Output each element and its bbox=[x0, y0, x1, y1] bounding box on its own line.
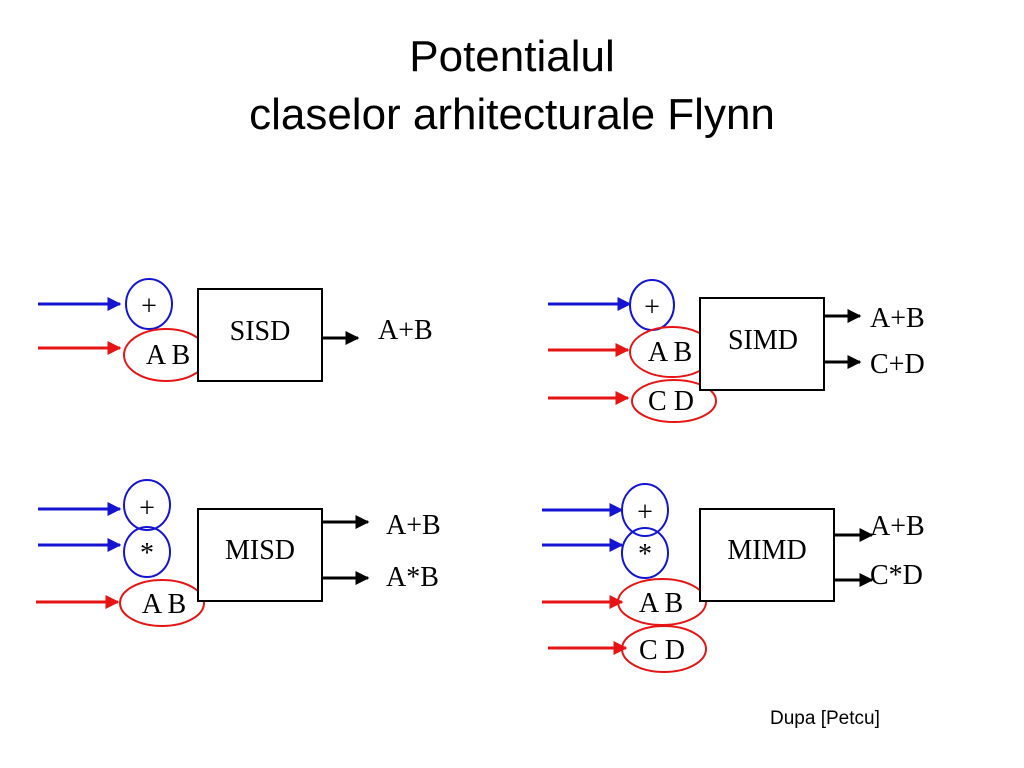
processor-box bbox=[197, 508, 323, 602]
data-ellipse bbox=[621, 625, 707, 673]
data-operands-ab: A B bbox=[142, 589, 186, 620]
output-result: C*D bbox=[870, 560, 923, 591]
instruction-op-plus: + bbox=[644, 292, 660, 323]
data-operands-cd: C D bbox=[648, 386, 694, 417]
source-credit: Dupa [Petcu] bbox=[770, 708, 880, 729]
output-result: C+D bbox=[870, 349, 925, 380]
processor-label: SISD bbox=[230, 316, 291, 347]
instruction-op-plus: + bbox=[141, 291, 157, 322]
instruction-circle bbox=[123, 526, 171, 578]
output-result: A+B bbox=[386, 510, 441, 541]
instruction-op-mul: * bbox=[638, 539, 652, 570]
data-operands-ab: A B bbox=[146, 340, 190, 371]
processor-box bbox=[197, 288, 323, 382]
instruction-op-plus: + bbox=[637, 497, 653, 528]
output-result: A+B bbox=[870, 303, 925, 334]
slide-title: Potentialul claselor arhitecturale Flynn bbox=[0, 28, 1024, 144]
simd-diagram: + A B C D SIMD A+B C+D bbox=[548, 279, 925, 423]
output-result: A*B bbox=[386, 562, 439, 593]
output-result: A+B bbox=[870, 511, 925, 542]
output-result: A+B bbox=[378, 315, 433, 346]
data-operands-ab: A B bbox=[648, 337, 692, 368]
mimd-diagram: + * A B C D MIMD A+B C*D bbox=[542, 483, 925, 673]
sisd-diagram: + A B SISD A+B bbox=[38, 278, 433, 382]
instruction-op-plus: + bbox=[139, 493, 155, 524]
processor-box bbox=[699, 508, 835, 602]
processor-label: MIMD bbox=[727, 535, 806, 566]
instruction-circle bbox=[125, 278, 173, 330]
processor-label: SIMD bbox=[728, 325, 798, 356]
instruction-op-mul: * bbox=[140, 538, 154, 569]
slide-title-line-1: Potentialul bbox=[409, 32, 615, 81]
processor-box bbox=[699, 297, 825, 391]
instruction-circle bbox=[621, 527, 669, 579]
data-operands-ab: A B bbox=[639, 588, 683, 619]
data-ellipse bbox=[631, 379, 717, 423]
data-ellipse bbox=[119, 579, 205, 627]
misd-diagram: + * A B MISD A+B A*B bbox=[36, 479, 441, 627]
instruction-circle bbox=[123, 479, 171, 531]
instruction-circle bbox=[621, 483, 669, 537]
data-operands-cd: C D bbox=[639, 635, 685, 666]
processor-label: MISD bbox=[225, 535, 295, 566]
slide-title-line-2: claselor arhitecturale Flynn bbox=[249, 90, 775, 139]
